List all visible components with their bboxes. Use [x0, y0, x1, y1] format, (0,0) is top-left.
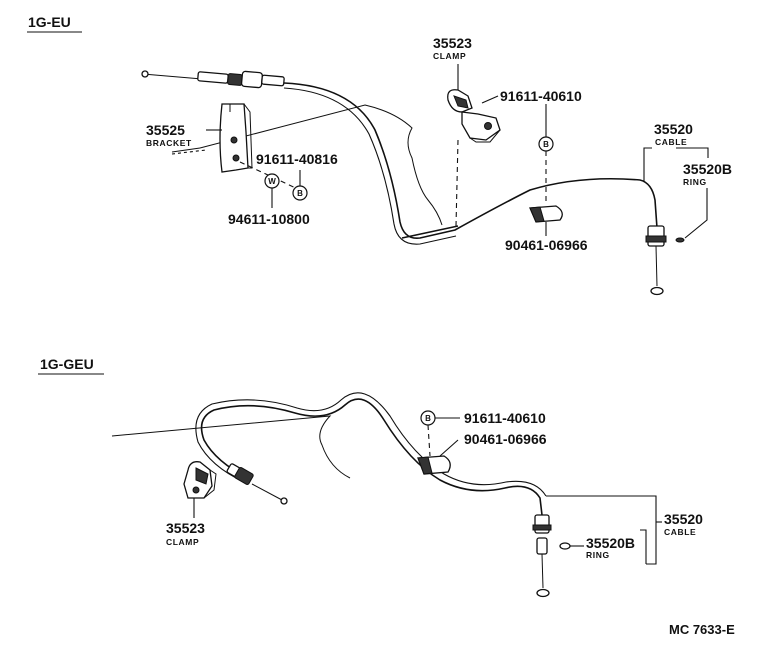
- clamp-35523-eu: [447, 89, 501, 143]
- ring-label-geu: RING: [586, 550, 610, 560]
- bracket-label-eu: BRACKET: [146, 138, 192, 148]
- accelerator-cable-eu: [141, 70, 667, 296]
- washer-symbol-text-eu: W: [268, 177, 276, 186]
- cushion-part-number-geu: 90461-06966: [464, 431, 547, 447]
- bolt-symbol-bracket-text-eu: B: [297, 189, 303, 198]
- clamp-35523-geu: [183, 461, 217, 499]
- bracket-bolt-part-number-eu: 91611-40816: [256, 151, 338, 167]
- cable-label-geu: CABLE: [664, 527, 696, 537]
- bolt-part-number-geu: 91611-40610: [464, 410, 546, 426]
- clamp-part-number-eu: 35523: [433, 35, 472, 51]
- leader-bracket-dash-eu: [171, 149, 207, 155]
- cushion-90461-eu: [529, 205, 563, 223]
- leader-cable-eu: [643, 147, 652, 182]
- cable-part-number-geu: 35520: [664, 511, 703, 527]
- clamp-part-number-geu: 35523: [166, 520, 205, 536]
- leader-ring-eu: [684, 188, 708, 239]
- diagram-code: MC 7633-E: [669, 622, 735, 637]
- cushion-90461-geu: [417, 455, 451, 475]
- clamp-label-geu: CLAMP: [166, 537, 199, 547]
- ring-label-eu: RING: [683, 177, 707, 187]
- leader-clamp-bolt-eu: [481, 95, 499, 104]
- ring-35520b-geu: [559, 542, 571, 550]
- clamp-bolt-part-number-eu: 91611-40610: [500, 88, 582, 104]
- ring-part-number-eu: 35520B: [683, 161, 732, 177]
- clamp-label-eu: CLAMP: [433, 51, 466, 61]
- body-edge-eu: [171, 147, 201, 153]
- washer-part-number-eu: 94611-10800: [228, 211, 310, 227]
- accelerator-cable-geu: [195, 392, 552, 598]
- ring-part-number-geu: 35520B: [586, 535, 635, 551]
- bolt-symbol-text-eu: B: [543, 140, 549, 149]
- cushion-part-number-eu: 90461-06966: [505, 237, 588, 253]
- bolt-symbol-text-geu: B: [425, 414, 431, 423]
- body-outline-geu: [111, 415, 351, 479]
- cable-label-eu: CABLE: [655, 137, 687, 147]
- leader-cushion-geu: [439, 439, 459, 457]
- bracket-35525-eu: [219, 103, 253, 173]
- bracket-bolt-dashline-eu: [239, 161, 301, 191]
- cable-part-number-eu: 35520: [654, 121, 693, 137]
- bracket-part-number-eu: 35525: [146, 122, 185, 138]
- section-title-geu: 1G-GEU: [40, 356, 94, 372]
- leader-cable-bracket-eu: [676, 147, 709, 158]
- bolt-dashline-geu: [427, 424, 431, 457]
- body-outline-eu: [199, 104, 443, 226]
- section-eu: 1G-EU: [27, 14, 732, 296]
- leader-ring-bracket-geu: [640, 529, 647, 564]
- clamp-dashline-eu: [455, 139, 459, 227]
- leader-cable-geu: [546, 495, 657, 565]
- section-geu: 1G-GEU 35523 CLAMP: [38, 356, 703, 598]
- section-title-eu: 1G-EU: [28, 14, 71, 30]
- ring-35520b-eu: [675, 237, 685, 243]
